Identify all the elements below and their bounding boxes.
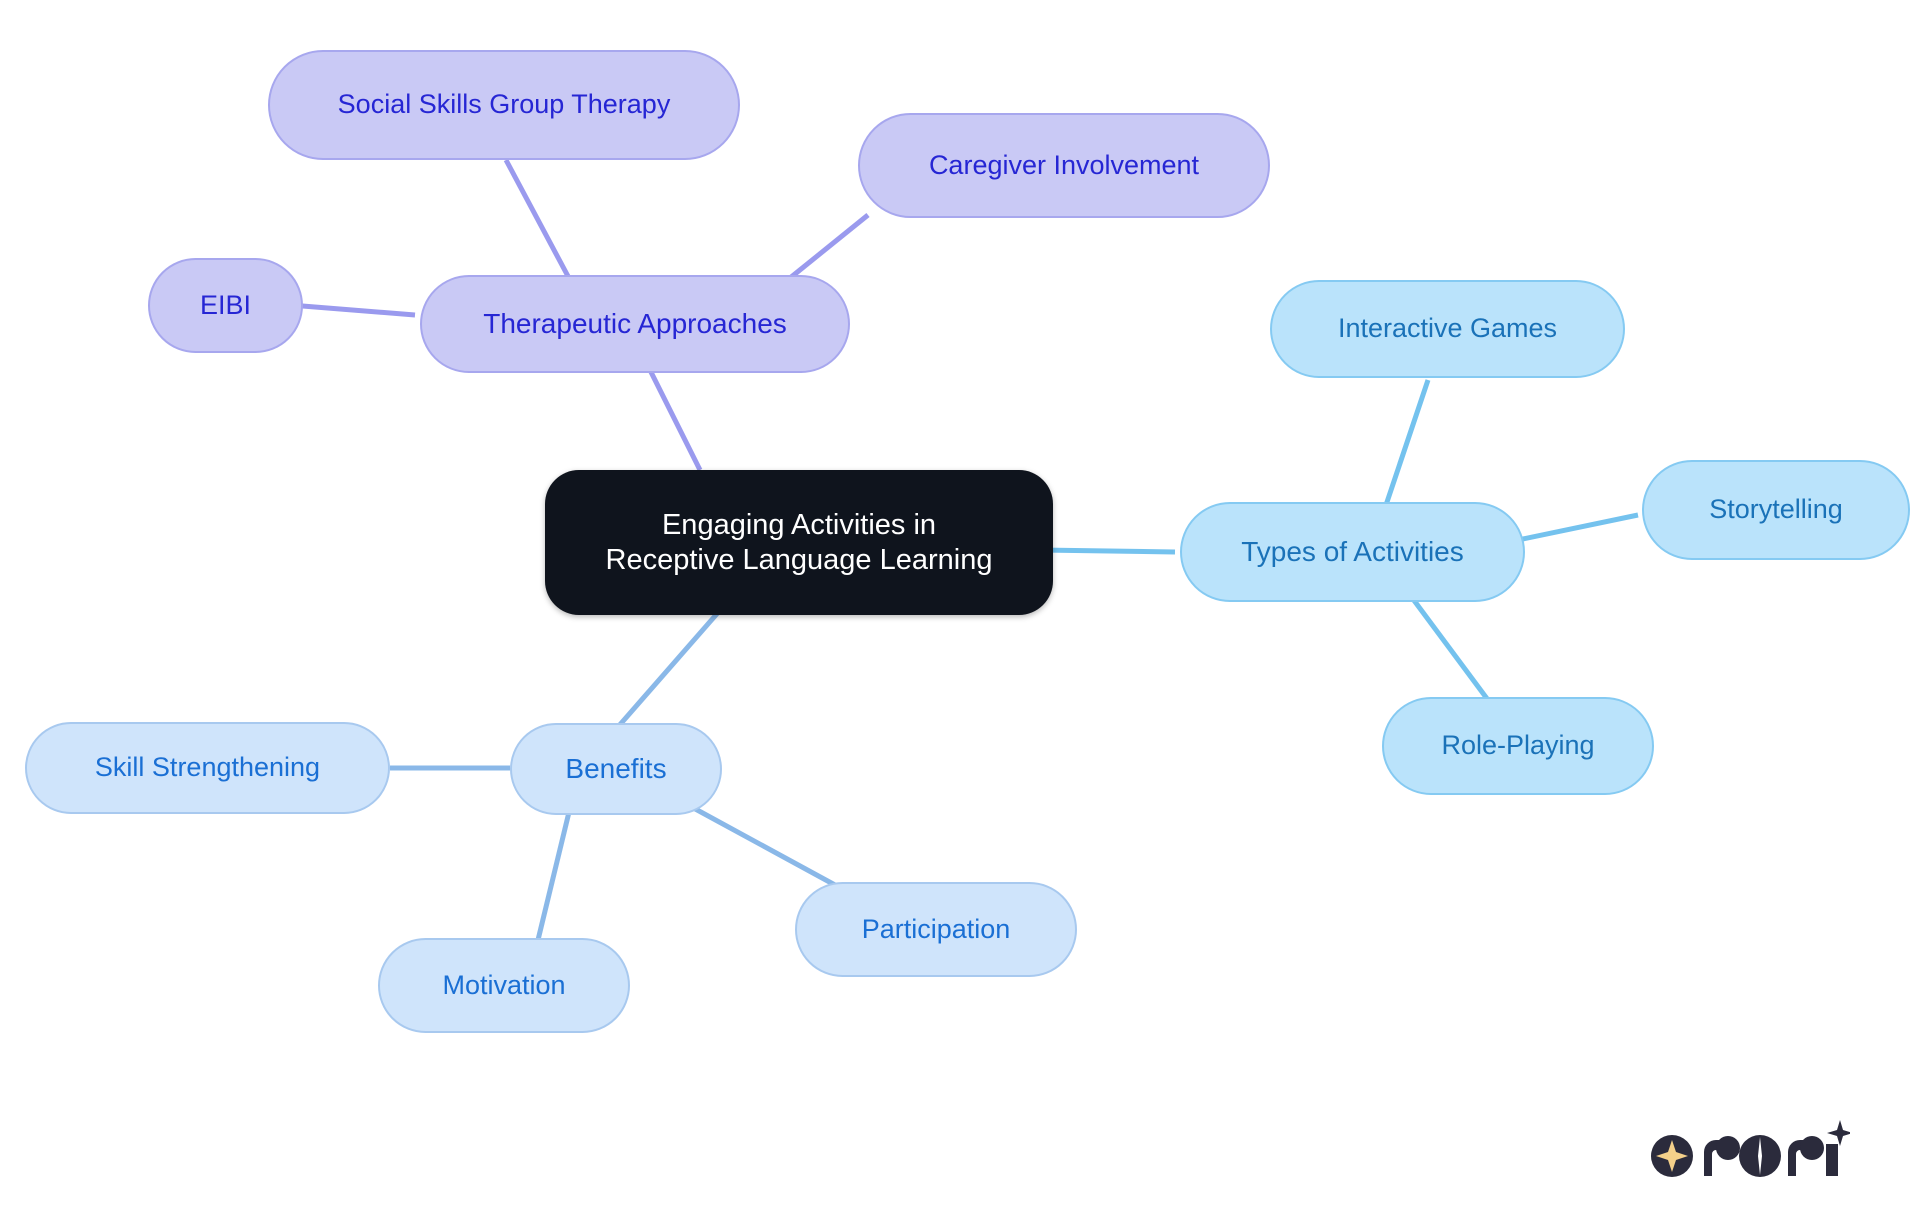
node-motivation-label: Motivation — [442, 969, 566, 1000]
node-root[interactable]: Engaging Activities in Receptive Languag… — [545, 470, 1053, 615]
edge-types-storytelling — [1517, 512, 1639, 543]
node-therapeutic-approaches[interactable]: Therapeutic Approaches — [420, 275, 850, 373]
node-caregiver-involvement-label: Caregiver Involvement — [928, 149, 1200, 180]
edge-root-types-of-activities — [1039, 547, 1176, 555]
edge-root-benefits — [615, 606, 724, 730]
node-types-of-activities[interactable]: Types of Activities — [1180, 502, 1525, 602]
logo-letter-o-slit — [1758, 1137, 1762, 1175]
edge-benefits-motivation — [535, 807, 573, 941]
edge-types-interactive-games — [1382, 379, 1431, 509]
logo-star-icon — [1656, 1140, 1688, 1172]
logo-letter-r1 — [1704, 1140, 1720, 1176]
node-social-skills-group-therapy[interactable]: Social Skills Group Therapy — [268, 50, 740, 160]
node-eibi-label: EIBI — [199, 289, 252, 320]
node-benefits[interactable]: Benefits — [510, 723, 722, 815]
logo-letter-r1-dot — [1716, 1136, 1740, 1160]
node-role-playing-label: Role-Playing — [1441, 730, 1595, 761]
node-storytelling-label: Storytelling — [1709, 494, 1843, 525]
node-skill-strengthening[interactable]: Skill Strengthening — [25, 722, 390, 814]
edge-types-role-playing — [1407, 593, 1491, 702]
edge-therapeutic-approaches-eibi — [289, 302, 416, 318]
node-participation[interactable]: Participation — [795, 882, 1077, 977]
node-participation-label: Participation — [861, 913, 1011, 944]
node-types-of-activities-label: Types of Activities — [1241, 536, 1464, 568]
node-storytelling[interactable]: Storytelling — [1642, 460, 1910, 560]
logo-letter-r2-dot — [1800, 1136, 1824, 1160]
node-motivation[interactable]: Motivation — [378, 938, 630, 1033]
logo-sparkle-icon — [1827, 1120, 1850, 1146]
node-caregiver-involvement[interactable]: Caregiver Involvement — [858, 113, 1270, 218]
node-interactive-games-label: Interactive Games — [1337, 313, 1558, 344]
edge-therapeutic-approaches-caregiver — [788, 213, 870, 280]
node-social-skills-group-therapy-label: Social Skills Group Therapy — [337, 89, 671, 120]
node-role-playing[interactable]: Role-Playing — [1382, 697, 1654, 795]
node-root-label: Engaging Activities in Receptive Languag… — [605, 509, 993, 576]
edge-root-therapeutic-approaches — [642, 358, 703, 472]
node-benefits-label: Benefits — [565, 753, 667, 785]
node-eibi[interactable]: EIBI — [148, 258, 303, 353]
node-interactive-games[interactable]: Interactive Games — [1270, 280, 1625, 378]
edge-therapeutic-approaches-social-skills — [503, 158, 573, 282]
edge-benefits-participation — [686, 802, 837, 888]
logo-letter-i — [1826, 1144, 1838, 1176]
node-skill-strengthening-label: Skill Strengthening — [94, 752, 321, 783]
logo-letter-r2 — [1788, 1140, 1804, 1176]
rori-logo — [1651, 1120, 1850, 1177]
node-therapeutic-approaches-label: Therapeutic Approaches — [483, 308, 787, 340]
